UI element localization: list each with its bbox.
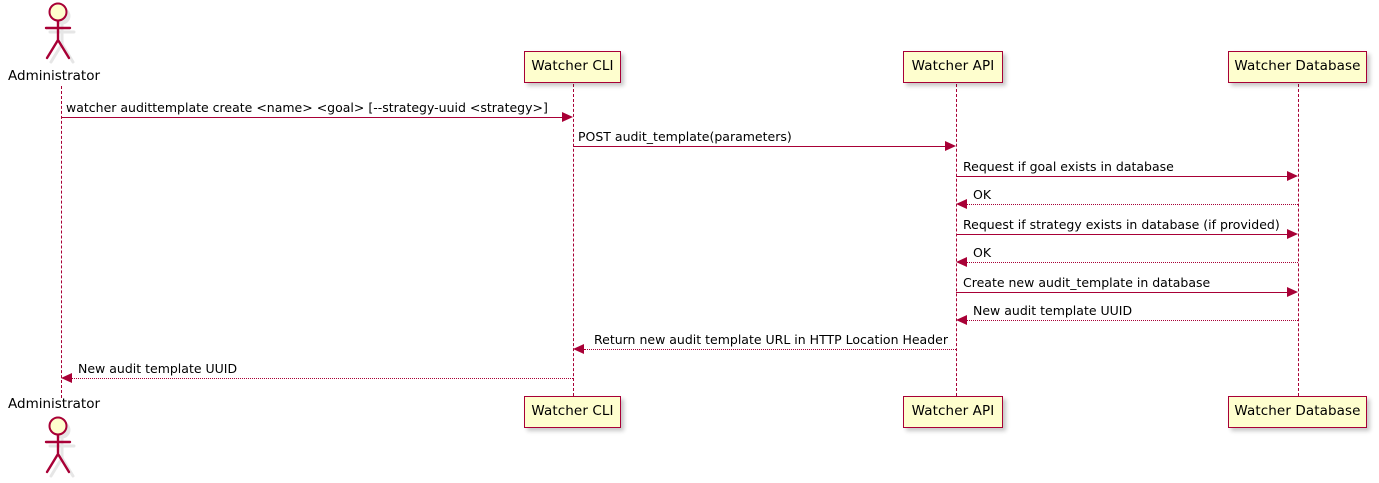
participant-watcher-database-top[interactable]: Watcher Database (1228, 51, 1367, 83)
message-line-7 (956, 292, 1287, 293)
message-label-6: OK (973, 245, 992, 260)
message-label-7: Create new audit_template in database (963, 275, 1211, 290)
message-label-2: POST audit_template(parameters) (578, 129, 792, 144)
message-label-10: New audit template UUID (78, 361, 238, 376)
message-line-3 (956, 176, 1287, 177)
message-label-4: OK (973, 187, 992, 202)
message-line-2 (573, 146, 945, 147)
message-line-8 (967, 320, 1298, 321)
message-arrowhead-5 (1287, 229, 1298, 239)
message-arrowhead-8 (956, 315, 967, 325)
lifeline-watcher-database (1298, 84, 1299, 396)
message-label-1: watcher audittemplate create <name> <goa… (66, 100, 548, 115)
message-arrowhead-9 (573, 344, 584, 354)
lifeline-administrator (61, 86, 62, 398)
message-arrowhead-4 (956, 199, 967, 209)
actor-administrator-bottom (40, 416, 84, 478)
lifeline-watcher-api (956, 84, 957, 396)
message-line-1 (61, 117, 562, 118)
actor-administrator-top (40, 2, 84, 64)
participant-watcher-api-bottom[interactable]: Watcher API (903, 396, 1003, 428)
message-line-6 (967, 262, 1298, 263)
lifeline-watcher-cli (573, 84, 574, 396)
participant-watcher-api-top[interactable]: Watcher API (903, 51, 1003, 83)
message-arrowhead-3 (1287, 171, 1298, 181)
message-label-3: Request if goal exists in database (963, 159, 1174, 174)
participant-watcher-cli-bottom[interactable]: Watcher CLI (524, 396, 621, 428)
message-arrowhead-6 (956, 257, 967, 267)
message-label-9: Return new audit template URL in HTTP Lo… (594, 332, 948, 347)
actor-label-administrator-bottom: Administrator (8, 396, 101, 412)
actor-label-administrator-top: Administrator (8, 68, 101, 84)
message-label-8: New audit template UUID (973, 303, 1133, 318)
message-arrowhead-10 (61, 373, 72, 383)
message-line-5 (956, 234, 1287, 235)
message-line-4 (967, 204, 1298, 205)
message-arrowhead-7 (1287, 287, 1298, 297)
participant-watcher-database-bottom[interactable]: Watcher Database (1228, 396, 1367, 428)
message-arrowhead-1 (562, 112, 573, 122)
message-line-9 (584, 349, 956, 350)
message-line-10 (72, 378, 573, 379)
message-label-5: Request if strategy exists in database (… (963, 217, 1280, 232)
message-arrowhead-2 (945, 141, 956, 151)
participant-watcher-cli-top[interactable]: Watcher CLI (524, 51, 621, 83)
